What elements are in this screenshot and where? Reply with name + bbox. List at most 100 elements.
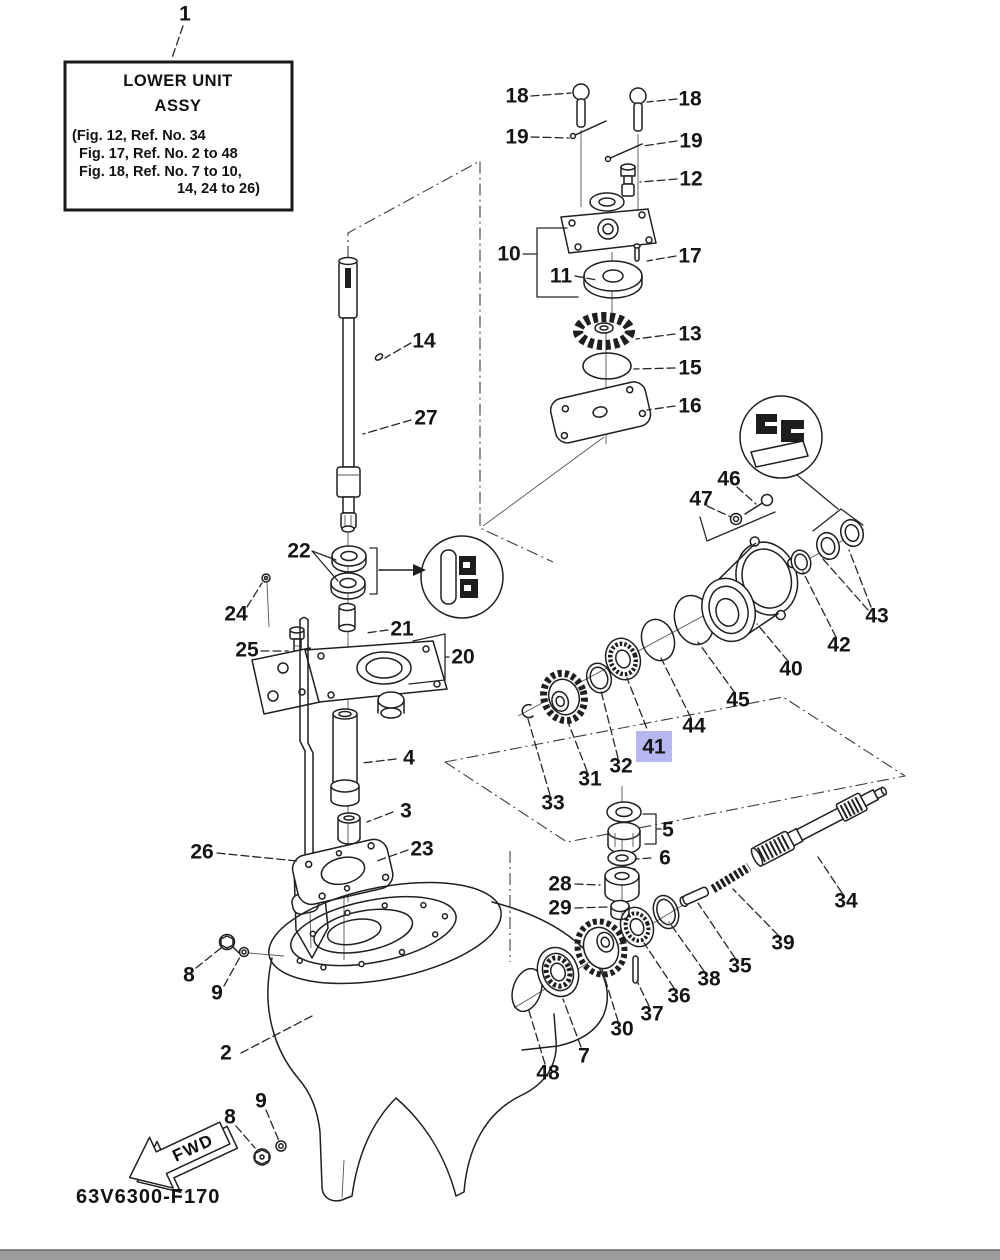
horizontal-scrollbar[interactable] bbox=[0, 1249, 1000, 1260]
part-label-45[interactable]: 45 bbox=[726, 689, 750, 712]
info-box-ref-3: Fig. 18, Ref. No. 7 to 10, bbox=[79, 164, 242, 180]
part-label-36[interactable]: 36 bbox=[667, 985, 690, 1008]
info-box-ref-1: (Fig. 12, Ref. No. 34 bbox=[72, 128, 206, 144]
pump-housing-10 bbox=[560, 192, 657, 254]
part-label-2[interactable]: 2 bbox=[220, 1042, 232, 1065]
part-label-18-b[interactable]: 18 bbox=[678, 88, 702, 111]
part-label-14[interactable]: 14 bbox=[412, 330, 436, 353]
part-label-47[interactable]: 47 bbox=[689, 488, 712, 511]
part-label-48[interactable]: 48 bbox=[536, 1062, 560, 1085]
bolt-46 bbox=[744, 493, 774, 515]
part-label-34[interactable]: 34 bbox=[834, 890, 858, 913]
washer-bearing-5 bbox=[606, 801, 642, 855]
part-label-23[interactable]: 23 bbox=[410, 838, 433, 861]
part-label-29[interactable]: 29 bbox=[548, 897, 571, 920]
gasket-15 bbox=[582, 352, 632, 380]
part-label-12[interactable]: 12 bbox=[679, 168, 702, 191]
part-label-46[interactable]: 46 bbox=[717, 468, 740, 491]
part-label-10[interactable]: 10 bbox=[497, 243, 520, 266]
part-label-37[interactable]: 37 bbox=[640, 1003, 663, 1026]
castle-nut-28 bbox=[604, 866, 640, 903]
part-label-20[interactable]: 20 bbox=[451, 646, 474, 669]
part-label-13[interactable]: 13 bbox=[678, 323, 701, 346]
part-label-39[interactable]: 39 bbox=[771, 932, 794, 955]
info-box-title-2: ASSY bbox=[155, 97, 202, 115]
part-label-35[interactable]: 35 bbox=[728, 955, 752, 978]
part-label-6[interactable]: 6 bbox=[659, 847, 671, 870]
washer-32 bbox=[585, 662, 613, 694]
part-label-5[interactable]: 5 bbox=[662, 819, 674, 842]
lower-panel bbox=[444, 696, 906, 843]
bolt-18-left bbox=[572, 83, 590, 128]
driveshaft-assembly-drawing bbox=[251, 256, 504, 959]
part-label-42[interactable]: 42 bbox=[827, 634, 850, 657]
part-label-18-a[interactable]: 18 bbox=[505, 85, 529, 108]
part-label-44[interactable]: 44 bbox=[682, 715, 706, 738]
part-label-7[interactable]: 7 bbox=[578, 1045, 590, 1068]
part-label-19-a[interactable]: 19 bbox=[505, 126, 528, 149]
part-label-15[interactable]: 15 bbox=[678, 357, 702, 380]
part-label-22[interactable]: 22 bbox=[287, 540, 310, 563]
info-box-ref-2: Fig. 17, Ref. No. 2 to 48 bbox=[79, 146, 238, 162]
washer-9-upper bbox=[238, 946, 285, 958]
part-label-1[interactable]: 1 bbox=[179, 3, 191, 26]
pin-17 bbox=[633, 243, 641, 262]
part-label-40[interactable]: 40 bbox=[779, 658, 802, 681]
part-label-19-b[interactable]: 19 bbox=[679, 130, 702, 153]
bolt-18-right bbox=[629, 87, 647, 132]
part-label-38[interactable]: 38 bbox=[697, 968, 721, 991]
washer-9-lower bbox=[275, 1140, 287, 1152]
clip-33 bbox=[521, 703, 534, 719]
part-label-17[interactable]: 17 bbox=[678, 245, 701, 268]
part-label-11[interactable]: 11 bbox=[550, 265, 573, 288]
o-ring-44 bbox=[640, 618, 676, 662]
figure-code: 63V6300-F170 bbox=[76, 1186, 220, 1208]
seal-ring-11 bbox=[583, 260, 643, 299]
seal-detail-callout bbox=[369, 535, 504, 619]
part-label-24[interactable]: 24 bbox=[224, 603, 248, 626]
part-label-9-a[interactable]: 9 bbox=[211, 982, 223, 1005]
info-box-title-1: LOWER UNIT bbox=[123, 72, 233, 90]
bearing-housing-cluster-drawing bbox=[521, 395, 865, 725]
part-label-26[interactable]: 26 bbox=[190, 841, 213, 864]
part-label-25[interactable]: 25 bbox=[235, 639, 259, 662]
washer-47 bbox=[729, 512, 743, 526]
bearing-36 bbox=[619, 906, 655, 948]
plate-16 bbox=[549, 381, 652, 444]
leader-lines bbox=[171, 25, 872, 1149]
part-label-8-b[interactable]: 8 bbox=[224, 1106, 236, 1129]
part-label-27[interactable]: 27 bbox=[414, 407, 437, 430]
part-label-33[interactable]: 33 bbox=[541, 792, 564, 815]
selected-part-highlight bbox=[636, 731, 672, 762]
spring-39 bbox=[710, 863, 752, 893]
pin-19-left bbox=[569, 120, 607, 140]
part-label-4[interactable]: 4 bbox=[403, 747, 415, 770]
info-box-ref-4: 14, 24 to 26) bbox=[177, 181, 260, 197]
part-label-21[interactable]: 21 bbox=[390, 618, 414, 641]
part-label-43[interactable]: 43 bbox=[865, 605, 888, 628]
part-label-32[interactable]: 32 bbox=[609, 755, 632, 778]
bushing-21 bbox=[338, 602, 356, 633]
part-label-9-b[interactable]: 9 bbox=[255, 1090, 267, 1113]
o-ring-48 bbox=[511, 967, 543, 1013]
pin-24 bbox=[261, 573, 271, 628]
pinion-nut-column-drawing bbox=[604, 801, 642, 921]
part-label-30[interactable]: 30 bbox=[610, 1018, 633, 1041]
part-label-3[interactable]: 3 bbox=[400, 800, 412, 823]
part-label-16[interactable]: 16 bbox=[678, 395, 701, 418]
ring-42 bbox=[790, 549, 812, 575]
oil-seals-22 bbox=[330, 545, 367, 600]
bushing-3 bbox=[337, 812, 361, 845]
mount-bolts-drawing bbox=[218, 933, 287, 1166]
nut-29 bbox=[610, 899, 630, 921]
gasket-23 bbox=[291, 838, 394, 915]
part-label-28[interactable]: 28 bbox=[548, 873, 572, 896]
woodruff-key-14 bbox=[374, 353, 384, 361]
part-label-8-a[interactable]: 8 bbox=[183, 964, 195, 987]
upper-panel bbox=[347, 160, 554, 563]
assembly-info-box: LOWER UNIT ASSY (Fig. 12, Ref. No. 34 Fi… bbox=[63, 60, 294, 212]
bolt-8-lower bbox=[253, 1148, 271, 1166]
part-label-41-highlighted[interactable]: 41 bbox=[642, 736, 666, 759]
part-label-31[interactable]: 31 bbox=[578, 768, 602, 791]
water-pump-assembly-drawing bbox=[549, 83, 657, 444]
